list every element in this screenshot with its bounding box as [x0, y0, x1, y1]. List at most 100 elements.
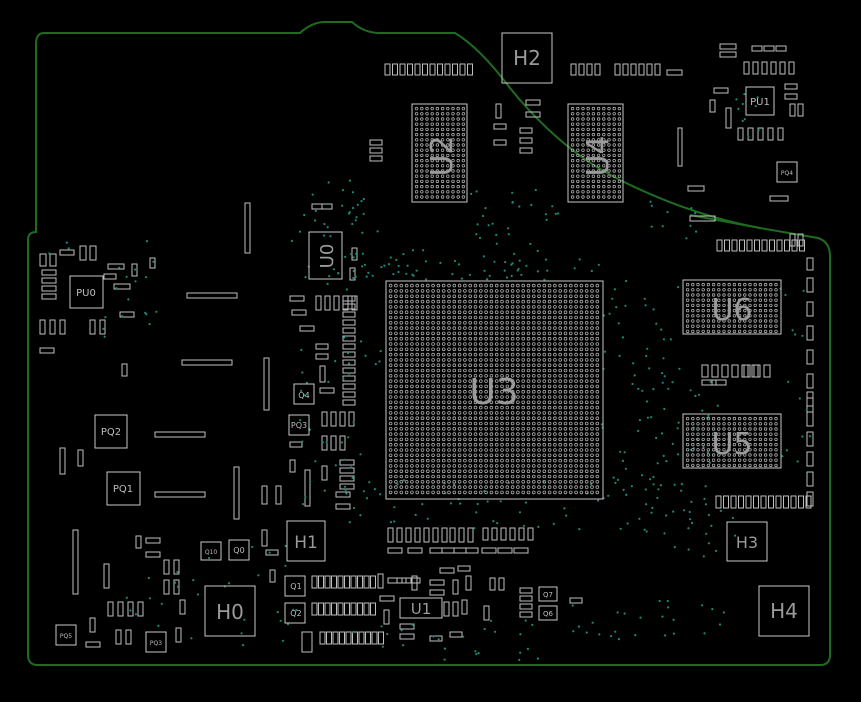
ball-pad — [596, 153, 601, 158]
ball-pad — [468, 342, 473, 346]
ball-pad — [579, 389, 584, 394]
passive-pad — [441, 547, 455, 554]
ball-pad — [500, 421, 504, 426]
passive-pad — [405, 577, 421, 584]
via — [389, 521, 393, 524]
ball-pad — [415, 416, 420, 421]
via — [689, 518, 692, 521]
ball-pad — [447, 432, 451, 436]
ball-pad — [399, 283, 404, 288]
ball-pad — [436, 400, 441, 405]
ball-pad — [420, 143, 424, 147]
ball-pad — [494, 426, 499, 431]
ball-pad — [516, 352, 520, 357]
passive-pad — [387, 547, 403, 554]
ball-pad — [420, 437, 425, 442]
ball-pad — [542, 453, 547, 458]
ball-pad — [510, 373, 515, 378]
ball-pad — [500, 289, 504, 293]
ball-pad — [425, 184, 429, 189]
ball-pad — [574, 485, 578, 489]
ball-pad — [617, 153, 622, 158]
ball-pad — [521, 464, 525, 468]
ball-pad — [494, 342, 499, 346]
ball-pad — [410, 384, 414, 389]
ball-pad — [737, 298, 742, 302]
via — [284, 544, 287, 548]
ball-pad — [452, 437, 457, 442]
ball-pad — [763, 329, 768, 334]
passive-pad — [805, 495, 812, 509]
ball-pad — [542, 437, 547, 442]
ball-pad — [463, 347, 467, 352]
ball-pad — [558, 437, 562, 442]
ball-pad — [602, 122, 606, 126]
ball-pad — [468, 411, 473, 415]
ball-pad — [489, 368, 494, 373]
ball-pad — [584, 464, 589, 468]
ball-pad — [404, 358, 409, 362]
ball-pad — [410, 389, 414, 394]
ball-pad — [769, 329, 773, 334]
ball-pad — [574, 347, 578, 352]
ball-pad — [500, 405, 504, 410]
ball-pad — [388, 389, 393, 394]
ball-pad — [563, 458, 568, 463]
ball-pad — [722, 303, 726, 308]
ball-pad — [758, 319, 763, 323]
ball-pad — [457, 442, 462, 447]
ball-pad — [574, 442, 578, 447]
ball-pad — [612, 122, 616, 126]
ball-pad — [410, 358, 414, 362]
passive-pad — [41, 277, 57, 284]
ball-pad — [399, 305, 404, 309]
ball-pad — [436, 315, 441, 320]
ball-pad — [563, 358, 568, 362]
ball-pad — [468, 389, 473, 394]
ball-pad — [568, 437, 573, 442]
ball-pad — [425, 421, 430, 426]
ball-pad — [457, 474, 462, 479]
via — [781, 455, 784, 458]
ball-pad — [425, 405, 430, 410]
passive-pad — [716, 239, 723, 252]
ball-pad — [568, 283, 573, 288]
ball-pad — [399, 437, 404, 442]
ball-pad — [415, 458, 420, 463]
via — [510, 274, 513, 277]
ball-pad — [696, 448, 700, 452]
ball-pad — [505, 458, 510, 463]
ball-pad — [484, 458, 488, 463]
ball-pad — [526, 426, 531, 431]
ball-pad — [404, 373, 409, 378]
ball-pad — [463, 289, 467, 293]
via — [305, 381, 308, 384]
ball-pad — [574, 421, 578, 426]
ball-pad — [531, 442, 536, 447]
ball-pad — [596, 127, 601, 132]
ball-pad — [394, 411, 398, 415]
chip-u2: U2 — [411, 103, 468, 203]
ball-pad — [590, 336, 594, 341]
ball-pad — [425, 305, 430, 309]
chip-u5: U5 — [682, 413, 782, 469]
ball-pad — [774, 427, 778, 431]
ball-pad — [553, 479, 557, 484]
via — [374, 363, 377, 366]
ball-pad — [410, 400, 414, 405]
passive-pad — [311, 575, 318, 589]
ball-pad — [590, 326, 594, 330]
ball-pad — [737, 463, 742, 468]
ball-pad — [399, 347, 404, 352]
passive-pad — [444, 63, 451, 76]
ball-pad — [553, 331, 557, 336]
ball-pad — [473, 479, 478, 484]
ball-pad — [394, 326, 398, 330]
passive-pad — [513, 547, 529, 554]
ball-pad — [420, 283, 425, 288]
via — [383, 264, 386, 267]
ball-pad — [404, 432, 409, 436]
ball-pad — [531, 421, 536, 426]
ball-pad — [404, 389, 409, 394]
via — [661, 381, 664, 384]
